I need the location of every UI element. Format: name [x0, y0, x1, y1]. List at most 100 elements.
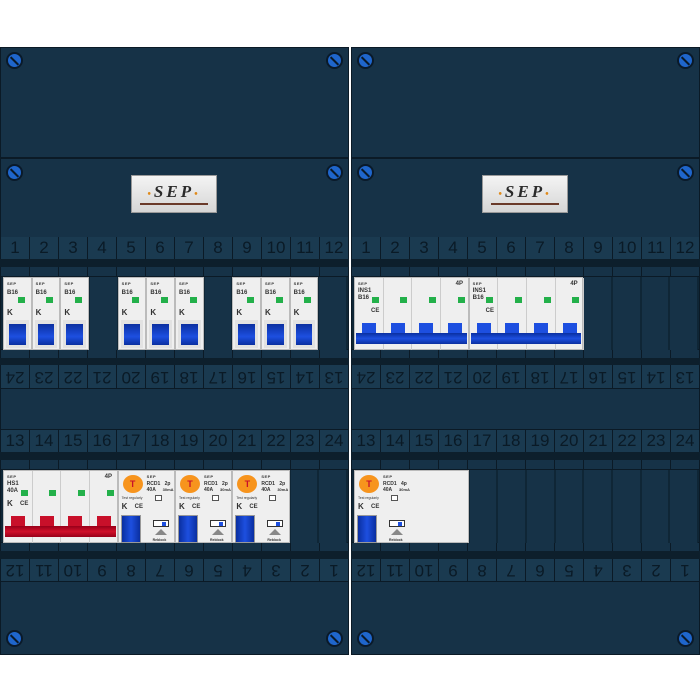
- number-label: [175, 460, 203, 469]
- sensitivity-label: 30mA: [399, 487, 410, 492]
- toggle-lever[interactable]: [178, 320, 201, 348]
- lever-tab: [362, 323, 376, 335]
- number-label: 3: [613, 559, 641, 581]
- toggle-lever[interactable]: [264, 320, 287, 348]
- kema-mark: K: [121, 308, 128, 317]
- number-label: [204, 350, 232, 358]
- number-label: [671, 267, 699, 276]
- test-regularly-label: Test regularly: [121, 496, 143, 500]
- number-label: 20: [204, 430, 232, 452]
- screw-icon[interactable]: [6, 164, 23, 181]
- lever-tab: [476, 323, 491, 335]
- number-label: [204, 543, 232, 551]
- toggle-lever[interactable]: [356, 333, 467, 344]
- screw-icon[interactable]: [677, 630, 694, 647]
- toggle-lever[interactable]: [149, 320, 172, 348]
- lever-icon: [181, 324, 198, 345]
- toggle-lever[interactable]: [470, 333, 582, 344]
- number-label: 11: [291, 237, 319, 259]
- lever-tab: [390, 323, 405, 335]
- number-label: 18: [175, 365, 203, 388]
- toggle-lever[interactable]: [235, 320, 258, 348]
- lock-switch[interactable]: [152, 520, 169, 527]
- screw-icon[interactable]: [6, 630, 23, 647]
- number-label: [439, 267, 467, 276]
- number-label: [613, 460, 641, 469]
- test-button[interactable]: T: [122, 475, 143, 493]
- kema-mark: K: [7, 499, 13, 508]
- lock-switch[interactable]: [267, 520, 284, 527]
- kema-mark: K: [179, 308, 185, 317]
- screw-icon[interactable]: [677, 52, 694, 69]
- number-label: 8: [468, 559, 496, 581]
- toggle-lever[interactable]: [235, 515, 256, 543]
- toggle-lever[interactable]: [357, 515, 377, 543]
- toggle-lever[interactable]: [178, 515, 198, 543]
- toggle-lever[interactable]: [5, 526, 116, 537]
- number-label: 17: [468, 430, 496, 452]
- toggle-lever[interactable]: [6, 320, 29, 348]
- lock-switch[interactable]: [210, 520, 226, 527]
- number-label: 13: [320, 365, 348, 388]
- lock-switch[interactable]: [389, 520, 405, 527]
- screw-icon[interactable]: [6, 52, 23, 69]
- number-label: [526, 543, 554, 551]
- test-button[interactable]: T: [237, 475, 258, 493]
- device-label: RCD1: [146, 481, 161, 487]
- screw-icon[interactable]: [357, 164, 374, 181]
- screw-icon[interactable]: [326, 52, 343, 69]
- toggle-lever[interactable]: [34, 320, 58, 348]
- number-label: [204, 267, 232, 276]
- lever-icon: [123, 324, 141, 345]
- screw-icon[interactable]: [326, 164, 343, 181]
- status-indicator: [74, 297, 82, 303]
- pole-module: [527, 278, 556, 351]
- number-label: [381, 460, 409, 469]
- test-button[interactable]: T: [180, 475, 200, 493]
- toggle-lever[interactable]: [292, 320, 316, 348]
- number-label: [439, 543, 467, 551]
- screw-icon[interactable]: [677, 164, 694, 181]
- number-label: 4: [439, 237, 467, 259]
- number-label: [88, 460, 116, 469]
- number-label: [146, 350, 174, 358]
- number-label: [526, 350, 554, 358]
- reset-arrow-icon: [154, 529, 167, 535]
- middle-cover: [0, 388, 349, 430]
- screw-icon[interactable]: [326, 630, 343, 647]
- rating-label: 40A: [204, 487, 214, 493]
- number-label: [497, 543, 525, 551]
- screw-icon[interactable]: [357, 630, 374, 647]
- toggle-lever[interactable]: [63, 320, 86, 348]
- lever-icon: [267, 324, 284, 345]
- kema-mark: K: [64, 308, 71, 317]
- din-rail-band: [0, 452, 349, 460]
- device-label: HS1: [7, 481, 19, 487]
- toggle-lever[interactable]: [120, 515, 141, 543]
- number-label: 16: [584, 365, 612, 388]
- test-button[interactable]: T: [359, 475, 379, 493]
- toggle-lever[interactable]: [120, 320, 144, 348]
- test-regularly-label: Test regularly: [179, 496, 200, 500]
- lever-tab: [533, 323, 548, 335]
- brand-label: SEP: [265, 281, 275, 286]
- din-rail-band: [0, 551, 349, 559]
- screw-icon[interactable]: [357, 52, 374, 69]
